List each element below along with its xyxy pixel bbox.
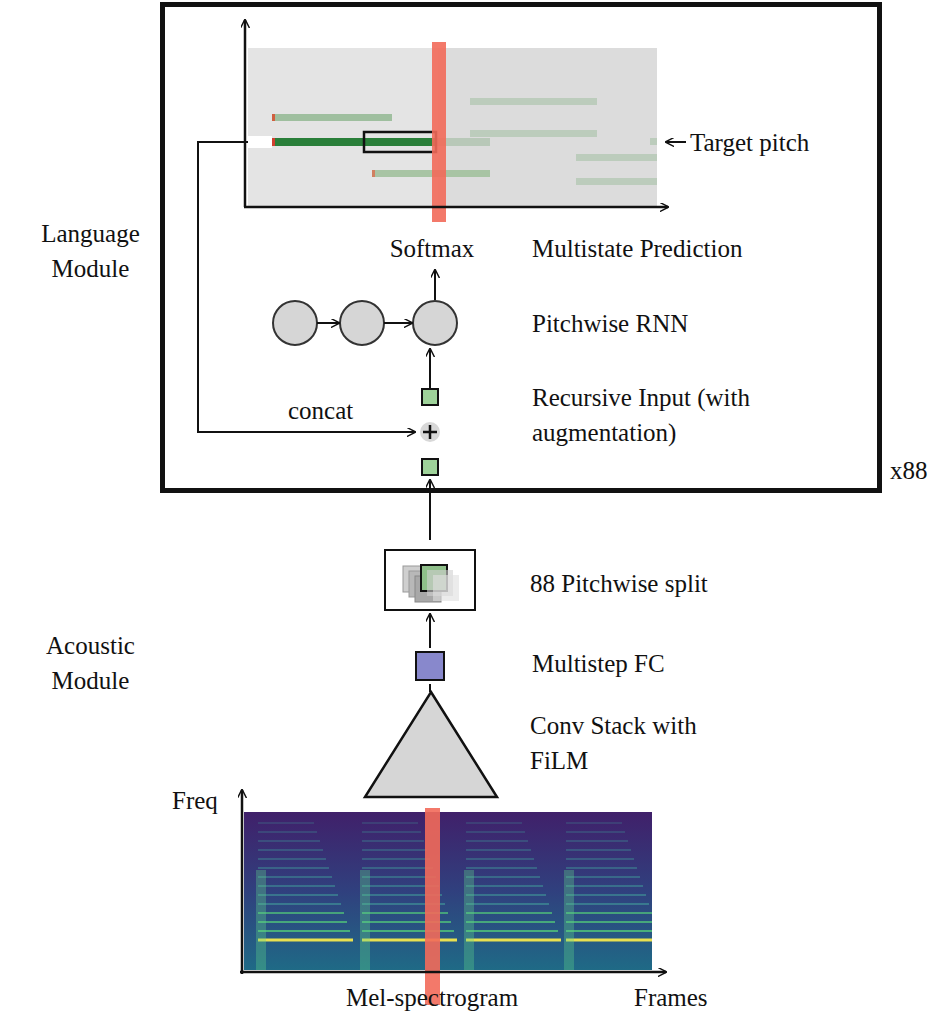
layer-label: Softmax (390, 231, 475, 266)
piano-roll (244, 20, 686, 222)
axis-label: Frames (634, 980, 708, 1015)
layer-label: Pitchwise RNN (532, 306, 688, 341)
module-box: Language Modulex88 (160, 2, 882, 493)
recursive-input (420, 349, 440, 475)
layer-label: Multistate Prediction (532, 231, 742, 266)
annotation: Target pitch (690, 125, 809, 160)
concat-line (198, 142, 415, 432)
operation-label: concat (288, 393, 353, 428)
layer-label: Multistep FC (532, 646, 665, 681)
layer-label: Recursive Input (with augmentation) (532, 380, 752, 450)
module-name: Language Module (28, 216, 153, 286)
module-name: Acoustic Module (28, 628, 153, 698)
layer-label: 88 Pitchwise split (530, 566, 708, 601)
repeat-count: x88 (890, 453, 928, 488)
axis-label: Mel-spectrogram (346, 980, 518, 1015)
mel-spectrogram (240, 790, 666, 1005)
rnn-cells (273, 270, 457, 345)
layer-label: Conv Stack with FiLM (530, 708, 720, 778)
acoustic-stack (365, 480, 497, 797)
axis-label: Freq (172, 783, 218, 818)
